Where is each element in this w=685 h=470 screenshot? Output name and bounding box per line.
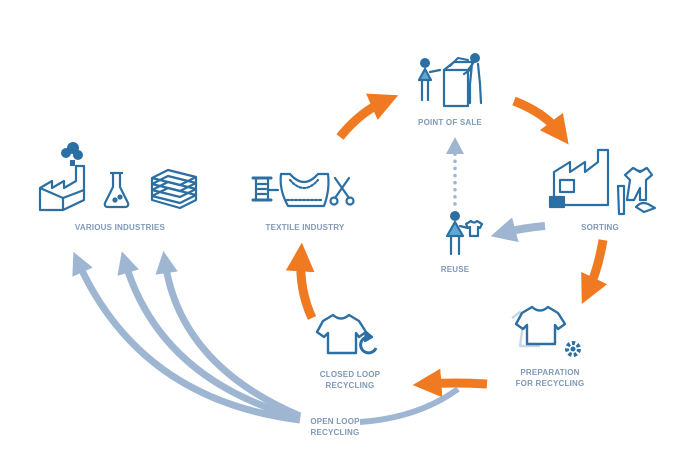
label-textile-industry: TEXTILE INDUSTRY	[265, 223, 345, 232]
shirt-refresh-icon	[315, 313, 378, 355]
arrow-preparation-to-closedloop	[412, 368, 488, 398]
label-reuse: REUSE	[440, 265, 470, 274]
shirt-gear-icon	[511, 305, 581, 357]
arrow-openloop-to-various-1	[72, 251, 301, 424]
shopping-people-icon	[417, 53, 483, 108]
person-shirt-icon	[445, 211, 484, 256]
reuse-dotted-arrowhead	[446, 137, 464, 154]
arrow-sorting-to-reuse	[490, 217, 546, 243]
label-preparation-for-recycling: PREPARATION FOR RECYCLING	[515, 368, 585, 388]
arrow-textile-to-sale	[336, 93, 399, 140]
thread-shirt-scissors-icon	[251, 172, 355, 208]
factory-flask-stack-icon	[38, 142, 198, 212]
arrow-openloop-to-various-2	[117, 251, 301, 422]
label-sorting: SORTING	[581, 223, 619, 232]
factory-clothes-icon	[548, 148, 657, 216]
label-open-loop-recycling: OPEN LOOP RECYCLING	[310, 417, 360, 437]
label-closed-loop-recycling: CLOSED LOOP RECYCLING	[319, 370, 381, 390]
label-various-industries: VARIOUS INDUSTRIES	[74, 223, 166, 232]
label-point-of-sale: POINT OF SALE	[418, 118, 482, 127]
arrow-closedloop-to-textile	[285, 242, 317, 320]
arrow-sale-to-sorting	[512, 96, 569, 145]
arrow-sorting-to-preparation	[581, 239, 608, 305]
arrow-openloop-to-various-3	[155, 250, 302, 420]
arrow-preparation-to-openloop	[359, 386, 460, 425]
